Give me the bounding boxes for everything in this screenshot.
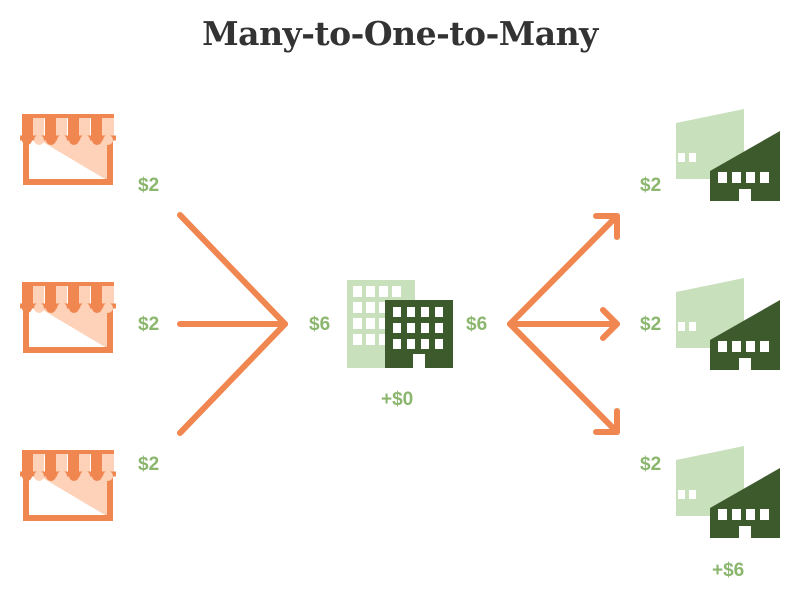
hub-out-price: $6 xyxy=(466,314,488,335)
arrow-head-top xyxy=(593,213,620,240)
incoming-arrows xyxy=(177,212,288,436)
arrow-out-bottom xyxy=(507,321,620,435)
office-building-icon xyxy=(347,280,453,368)
page-title: Many-to-One-to-Many xyxy=(202,14,598,53)
factory-icon xyxy=(676,109,780,201)
factory-price-label: $2 xyxy=(640,314,662,335)
factory-price-label: $2 xyxy=(640,454,662,475)
store-icon xyxy=(20,116,116,182)
hub-markup: +$0 xyxy=(381,389,414,410)
arrow-in-bottom xyxy=(177,321,288,436)
factory-icon xyxy=(676,278,780,370)
store-icon xyxy=(20,452,116,518)
arrow-head-bottom xyxy=(593,408,620,435)
arrow-in-top xyxy=(177,212,288,327)
store-price-label: $2 xyxy=(138,175,160,196)
store-price-label: $2 xyxy=(138,454,160,475)
factory-markup: +$6 xyxy=(712,560,745,581)
factory-icon xyxy=(676,446,780,538)
hub-in-price: $6 xyxy=(309,314,331,335)
store-icon xyxy=(20,284,116,350)
arrow-head-middle xyxy=(600,307,620,341)
factory-price-label: $2 xyxy=(640,175,662,196)
outgoing-arrows xyxy=(507,213,620,435)
arrow-out-top xyxy=(507,213,620,327)
store-price-label: $2 xyxy=(138,314,160,335)
